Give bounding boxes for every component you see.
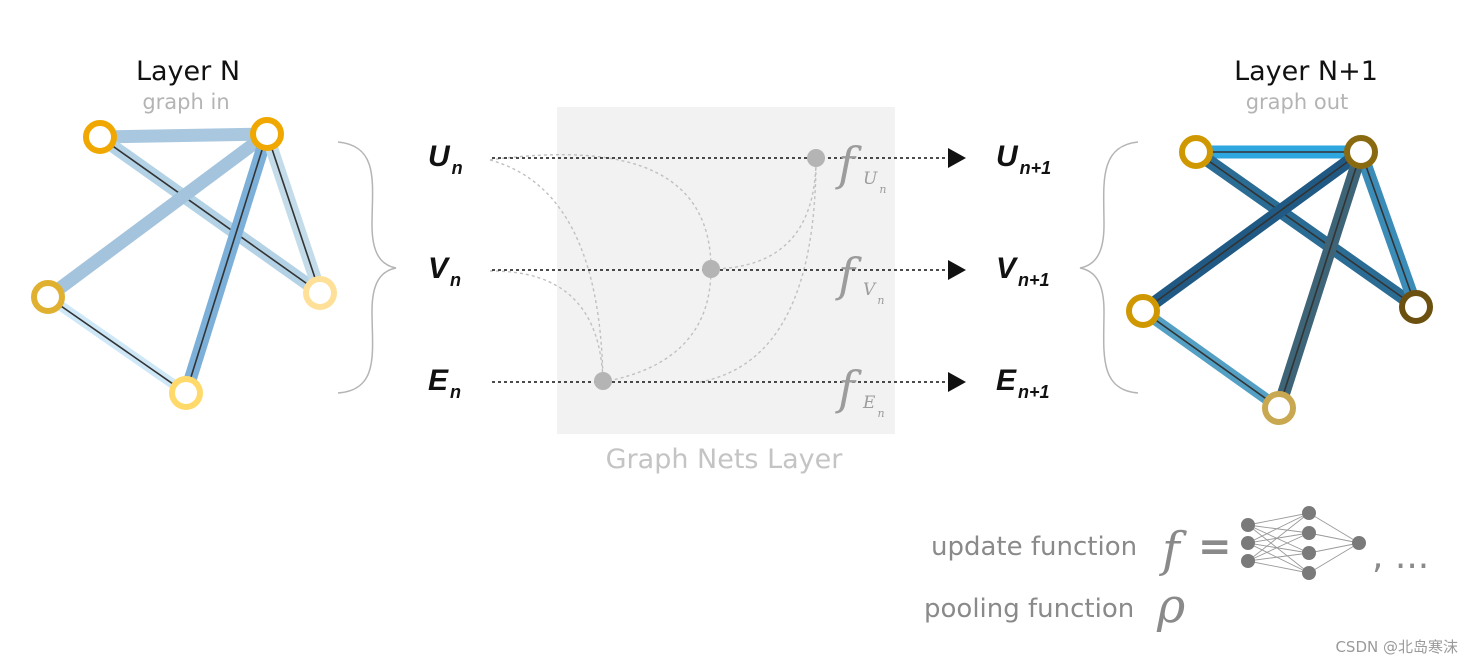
left-graph-edges <box>41 127 327 400</box>
right-edge-6 <box>1137 305 1285 414</box>
equals-sign: = <box>1198 524 1232 570</box>
flow-lines <box>492 157 952 383</box>
left-edge-2-core <box>99 136 321 294</box>
pool-dot-u <box>807 149 825 167</box>
arrowhead-u <box>948 148 966 168</box>
right-edge-5 <box>1272 145 1368 415</box>
pool-curve-u-to-v <box>489 153 712 270</box>
right-node-1 <box>1179 135 1213 169</box>
left-graph: Layer N graph in <box>31 56 337 410</box>
mlp-icon <box>1241 506 1366 580</box>
left-node-2 <box>250 117 284 151</box>
left-edge-5-core <box>266 133 321 294</box>
right-node-2 <box>1344 135 1378 169</box>
pool-curve-v-to-u <box>710 157 817 270</box>
mlp-connections <box>1247 512 1360 574</box>
left-edge-1-band <box>93 127 274 144</box>
left-node-4 <box>169 376 203 410</box>
right-graph-subtitle: graph out <box>1246 90 1349 114</box>
right-edge-3 <box>1136 145 1368 318</box>
mlp-neurons <box>1241 506 1366 580</box>
right-brace <box>1079 141 1139 394</box>
legend: update function f = <box>924 506 1429 634</box>
legend-ellipsis: , ... <box>1372 536 1429 577</box>
right-graph-edges <box>1136 145 1423 415</box>
flow-arrowheads <box>948 148 966 392</box>
pool-dot-v <box>702 260 720 278</box>
right-edge-3-core <box>1142 151 1362 312</box>
left-edge-3-band <box>41 127 274 304</box>
left-edge-6 <box>43 292 191 398</box>
right-edge-6-core <box>1142 310 1280 409</box>
left-edge-4-core <box>185 133 268 394</box>
arrowhead-v <box>948 260 966 280</box>
left-node-3 <box>31 280 65 314</box>
right-node-3 <box>1126 294 1160 328</box>
right-edge-2 <box>1189 145 1423 314</box>
left-graph-nodes <box>31 117 337 410</box>
pooling-function-symbol: ρ <box>1156 578 1185 634</box>
left-edge-1 <box>93 127 274 144</box>
left-edge-2 <box>93 130 327 300</box>
update-function-symbol: f <box>1159 522 1187 578</box>
left-node-5 <box>303 276 337 310</box>
left-graph-title: Layer N <box>136 56 240 87</box>
left-graph-subtitle: graph in <box>142 90 229 114</box>
right-graph-title: Layer N+1 <box>1234 56 1378 87</box>
right-node-5 <box>1262 391 1296 425</box>
left-edge-4 <box>179 127 274 400</box>
left-edge-3 <box>41 127 274 304</box>
left-brace <box>337 141 397 394</box>
pool-curve-e-to-v <box>602 268 712 383</box>
right-graph: Layer N+1 graph out <box>1126 56 1433 425</box>
pool-dot-e <box>594 372 612 390</box>
left-edge-5 <box>260 127 327 300</box>
pooling-connections <box>489 153 817 383</box>
pool-curve-v-to-e <box>489 270 604 383</box>
pooling-function-label: pooling function <box>924 594 1134 624</box>
right-edge-4 <box>1354 145 1423 314</box>
right-edge-5-core <box>1278 151 1362 409</box>
watermark: CSDN @北岛寒沫 <box>1335 638 1458 656</box>
left-edge-6-core <box>47 296 187 394</box>
right-edge-2-core <box>1195 151 1417 308</box>
pooling-dots <box>594 149 825 390</box>
graph-nets-layer-label: Graph Nets Layer <box>606 444 844 475</box>
arrowhead-e <box>948 372 966 392</box>
update-function-label: update function <box>931 532 1137 562</box>
right-graph-nodes <box>1126 135 1433 425</box>
right-edge-4-core <box>1360 151 1417 308</box>
right-node-4 <box>1399 290 1433 324</box>
left-node-1 <box>83 120 117 154</box>
